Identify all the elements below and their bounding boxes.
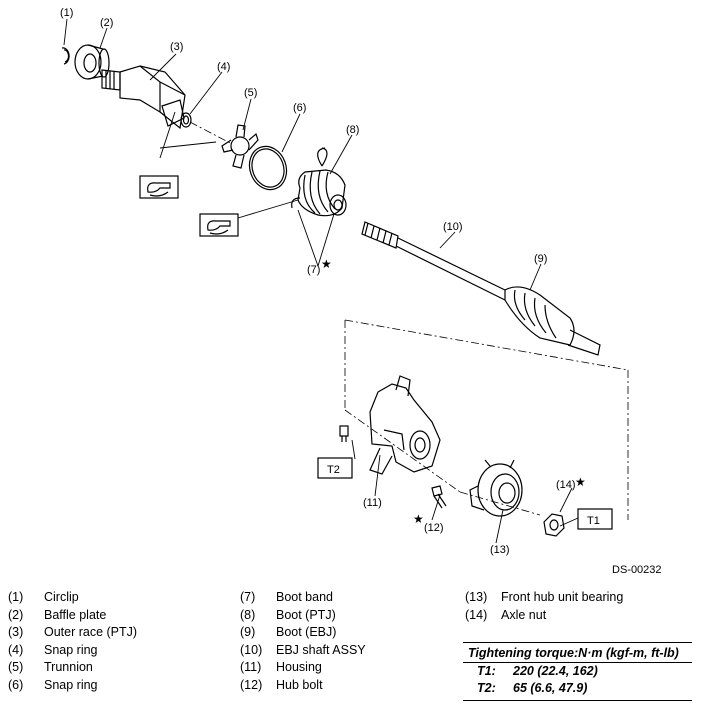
torque-table: Tightening torque:N·m (kgf-m, ft-lb) T1:… [463, 642, 692, 701]
callout-8: (8) [346, 124, 359, 136]
callout-7: (7) [307, 264, 320, 276]
callout-2: (2) [100, 17, 113, 29]
legend-column-2: (7)Boot band (8)Boot (PTJ) (9)Boot (EBJ)… [240, 589, 366, 695]
callout-13: (13) [490, 544, 510, 556]
torque-table-title: Tightening torque:N·m (kgf-m, ft-lb) [463, 645, 692, 663]
callout-12: (12) [424, 522, 444, 534]
legend-column-1: (1)Circlip (2)Baffle plate (3)Outer race… [8, 589, 137, 695]
torque-row-t1: T1:220 (22.4, 162) [477, 664, 598, 678]
torque-row-t2: T2:65 (6.6, 47.9) [477, 681, 588, 695]
callout-1: (1) [60, 7, 73, 19]
legend-item: (9)Boot (EBJ) [240, 625, 337, 640]
leader-lines [63, 18, 579, 544]
legend-item: (13)Front hub unit bearing [465, 590, 624, 604]
legend-item: (11)Housing [240, 660, 322, 675]
legend-item: (3)Outer race (PTJ) [8, 625, 138, 640]
torque-tag-box-t1 [577, 508, 613, 530]
callout-5: (5) [244, 87, 257, 99]
star-icon: ★ [321, 257, 332, 271]
legend-item: (2)Baffle plate [8, 607, 107, 622]
housing-bolt-part [339, 425, 349, 442]
legend-item: (4)Snap ring [8, 642, 98, 657]
assembly-axis-lines [189, 121, 629, 520]
baffle-plate-part [74, 44, 110, 80]
callout-3: (3) [170, 41, 183, 53]
boot-ptj-part [291, 147, 347, 217]
callout-14: (14) [556, 479, 576, 491]
legend-item: (5)Trunnion [8, 660, 93, 675]
trunnion-part [221, 124, 259, 169]
housing-part [369, 375, 441, 475]
legend-item: (8)Boot (PTJ) [240, 607, 336, 622]
star-icon: ★ [575, 475, 586, 489]
legend-item: (7)Boot band [240, 590, 333, 604]
callout-6: (6) [293, 102, 306, 114]
callout-4: (4) [217, 61, 230, 73]
drawing-code: DS-00232 [612, 564, 662, 576]
grease-icon-1 [139, 175, 179, 199]
callout-9: (9) [534, 253, 547, 265]
snap-ring-part [180, 112, 192, 128]
circlip-part [61, 47, 70, 65]
legend-item: (12)Hub bolt [240, 677, 323, 692]
hub-bearing-part [469, 459, 523, 517]
torque-tag-t2: T2 [327, 464, 340, 476]
legend-item: (14)Axle nut [465, 607, 547, 622]
grease-icon-2 [199, 213, 239, 237]
snap-ring-large-part [248, 145, 288, 191]
legend-item: (6)Snap ring [8, 677, 98, 692]
legend-item: (10)EBJ shaft ASSY [240, 642, 366, 657]
callout-11: (11) [363, 497, 382, 509]
hub-bolt-part [431, 485, 447, 509]
ebj-shaft-part [361, 221, 601, 356]
callout-10: (10) [443, 221, 463, 233]
axle-nut-part [543, 513, 565, 537]
torque-tag-t1: T1 [587, 515, 600, 527]
exploded-view-diagram: (1) (2) (3) (4) (5) (6) (7) (8) (9) (10)… [60, 7, 629, 556]
legend-column-3: (13)Front hub unit bearing (14)Axle nut [465, 589, 623, 624]
torque-tag-box-t2 [317, 457, 353, 479]
star-icon: ★ [413, 512, 424, 526]
legend-item: (1)Circlip [8, 590, 79, 604]
